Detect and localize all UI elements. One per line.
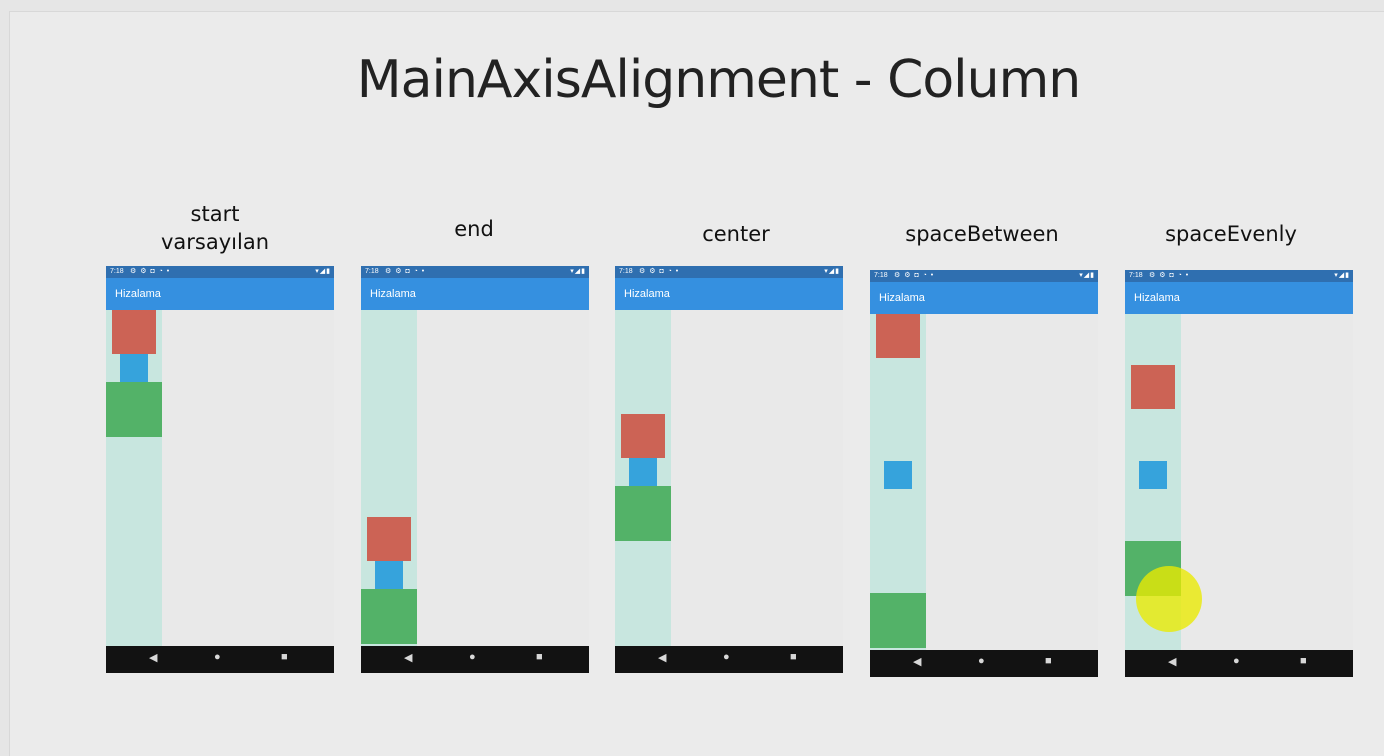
recents-icon[interactable]: ■: [281, 651, 288, 663]
back-icon[interactable]: ◀: [149, 652, 158, 664]
nav-bar: ◀ ● ■: [1125, 650, 1353, 677]
label-spaceevenly: spaceEvenly: [1165, 222, 1297, 246]
blue-box: [1139, 461, 1167, 489]
green-box: [870, 593, 926, 648]
blue-box: [375, 561, 403, 589]
status-time: 7:18: [365, 268, 379, 275]
recents-icon[interactable]: ■: [536, 651, 543, 663]
app-bar: Hizalama: [361, 278, 589, 310]
body-area: [615, 310, 843, 646]
home-icon[interactable]: ●: [214, 651, 221, 663]
back-icon[interactable]: ◀: [404, 652, 413, 664]
nav-bar: ◀ ● ■: [870, 650, 1098, 677]
recents-icon[interactable]: ■: [1300, 655, 1307, 667]
status-signal-icon: ▾◢▮: [315, 268, 331, 275]
red-box: [112, 310, 156, 354]
green-box: [615, 486, 671, 541]
status-signal-icon: ▾◢▮: [1334, 272, 1350, 279]
status-bar: 7:18 ⚙ ⚙ ◘ ◔ • ▾◢▮: [361, 266, 589, 278]
status-bar: 7:18 ⚙ ⚙ ◘ ◔ • ▾◢▮: [615, 266, 843, 278]
red-box: [876, 314, 920, 358]
home-icon[interactable]: ●: [723, 651, 730, 663]
app-bar: Hizalama: [615, 278, 843, 310]
body-area: [106, 310, 334, 646]
recents-icon[interactable]: ■: [790, 651, 797, 663]
app-title: Hizalama: [370, 288, 416, 300]
status-time: 7:18: [1129, 272, 1143, 279]
app-title: Hizalama: [1134, 292, 1180, 304]
red-box: [621, 414, 665, 458]
body-area: [870, 314, 1098, 650]
slide-title: MainAxisAlignment - Column: [356, 50, 1081, 110]
nav-bar: ◀ ● ■: [361, 646, 589, 673]
blue-box: [629, 458, 657, 486]
home-icon[interactable]: ●: [1233, 655, 1240, 667]
recents-icon[interactable]: ■: [1045, 655, 1052, 667]
green-box: [106, 382, 162, 437]
status-icons: ⚙ ⚙ ◘ ◔ •: [130, 268, 171, 275]
app-bar: Hizalama: [106, 278, 334, 310]
status-bar: 7:18 ⚙ ⚙ ◘ ◔ • ▾◢▮: [106, 266, 334, 278]
home-icon[interactable]: ●: [978, 655, 985, 667]
red-box: [1131, 365, 1175, 409]
app-title: Hizalama: [879, 292, 925, 304]
back-icon[interactable]: ◀: [658, 652, 667, 664]
label-start: start varsayılan: [130, 200, 300, 256]
status-bar: 7:18 ⚙ ⚙ ◘ ◔ • ▾◢▮: [870, 270, 1098, 282]
status-time: 7:18: [874, 272, 888, 279]
label-spacebetween: spaceBetween: [905, 222, 1059, 246]
phone-spacebetween: 7:18 ⚙ ⚙ ◘ ◔ • ▾◢▮ Hizalama ◀ ● ■: [870, 270, 1098, 677]
phone-center: 7:18 ⚙ ⚙ ◘ ◔ • ▾◢▮ Hizalama ◀ ● ■: [615, 266, 843, 673]
nav-bar: ◀ ● ■: [615, 646, 843, 673]
status-time: 7:18: [110, 268, 124, 275]
app-title: Hizalama: [115, 288, 161, 300]
app-title: Hizalama: [624, 288, 670, 300]
app-bar: Hizalama: [870, 282, 1098, 314]
phone-start: 7:18 ⚙ ⚙ ◘ ◔ • ▾◢▮ Hizalama ◀ ● ■: [106, 266, 334, 673]
status-bar: 7:18 ⚙ ⚙ ◘ ◔ • ▾◢▮: [1125, 270, 1353, 282]
label-end: end: [454, 217, 494, 241]
blue-box: [120, 354, 148, 382]
label-start-line1: start: [190, 202, 240, 226]
label-center: center: [702, 222, 770, 246]
status-icons: ⚙ ⚙ ◘ ◔ •: [894, 272, 935, 279]
back-icon[interactable]: ◀: [913, 656, 922, 668]
cursor-highlight: [1136, 566, 1202, 632]
status-signal-icon: ▾◢▮: [1079, 272, 1095, 279]
home-icon[interactable]: ●: [469, 651, 476, 663]
status-icons: ⚙ ⚙ ◘ ◔ •: [385, 268, 426, 275]
app-bar: Hizalama: [1125, 282, 1353, 314]
status-time: 7:18: [619, 268, 633, 275]
body-area: [361, 310, 589, 646]
phone-end: 7:18 ⚙ ⚙ ◘ ◔ • ▾◢▮ Hizalama ◀ ● ■: [361, 266, 589, 673]
status-signal-icon: ▾◢▮: [570, 268, 586, 275]
blue-box: [884, 461, 912, 489]
label-start-line2: varsayılan: [160, 230, 269, 254]
status-icons: ⚙ ⚙ ◘ ◔ •: [639, 268, 680, 275]
status-signal-icon: ▾◢▮: [824, 268, 840, 275]
nav-bar: ◀ ● ■: [106, 646, 334, 673]
green-box: [361, 589, 417, 644]
back-icon[interactable]: ◀: [1168, 656, 1177, 668]
red-box: [367, 517, 411, 561]
status-icons: ⚙ ⚙ ◘ ◔ •: [1149, 272, 1190, 279]
